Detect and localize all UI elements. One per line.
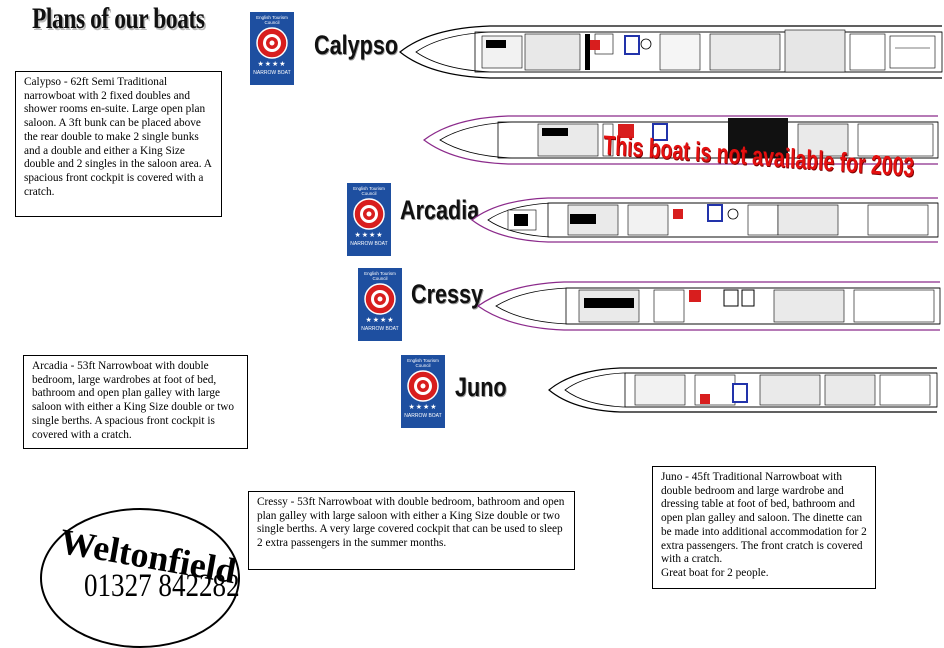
tourism-badge: English Tourism Council ★★★★ NARROW BOAT	[401, 355, 445, 428]
badge-council-text: English Tourism Council	[364, 271, 396, 281]
tourism-badge: English Tourism Council ★★★★ NARROW BOAT	[358, 268, 402, 341]
boat-plan-cressy	[476, 281, 941, 331]
badge-stars: ★★★★	[257, 61, 287, 68]
boat-plan-calypso	[399, 25, 943, 79]
calypso-description: Calypso - 62ft Semi Traditional narrowbo…	[15, 71, 222, 217]
juno-description: Juno - 45ft Traditional Narrowboat with …	[652, 466, 876, 589]
tourism-badge: English Tourism Council ★★★★ NARROW BOAT	[250, 12, 294, 85]
badge-council-text: English Tourism Council	[407, 358, 439, 368]
boat-plan-juno	[548, 367, 938, 413]
badge-stars: ★★★★	[408, 404, 438, 411]
badge-label: NARROW BOAT	[253, 70, 291, 76]
tudor-rose-icon	[364, 283, 396, 315]
tudor-rose-icon	[353, 198, 385, 230]
page-title: Plans of our boats	[32, 2, 205, 35]
tudor-rose-icon	[256, 27, 288, 59]
badge-label: NARROW BOAT	[361, 326, 399, 332]
boat-name-cressy: Cressy	[411, 279, 484, 309]
logo-phone: 01327 842282	[84, 568, 240, 604]
tourism-badge: English Tourism Council ★★★★ NARROW BOAT	[347, 183, 391, 256]
boat-plan-unavailable	[423, 115, 939, 165]
badge-stars: ★★★★	[365, 317, 395, 324]
boat-name-calypso: Calypso	[314, 30, 399, 60]
badge-label: NARROW BOAT	[350, 241, 388, 247]
arcadia-description: Arcadia - 53ft Narrowboat with double be…	[23, 355, 248, 449]
boat-name-arcadia: Arcadia	[400, 195, 480, 225]
boat-plan-arcadia	[471, 197, 939, 243]
cressy-description: Cressy - 53ft Narrowboat with double bed…	[248, 491, 575, 570]
tudor-rose-icon	[407, 370, 439, 402]
badge-council-text: English Tourism Council	[353, 186, 385, 196]
weltonfield-logo: Weltonfield 01327 842282	[40, 508, 240, 648]
badge-stars: ★★★★	[354, 232, 384, 239]
boat-name-juno: Juno	[455, 372, 507, 402]
badge-label: NARROW BOAT	[404, 413, 442, 419]
badge-council-text: English Tourism Council	[256, 15, 288, 25]
